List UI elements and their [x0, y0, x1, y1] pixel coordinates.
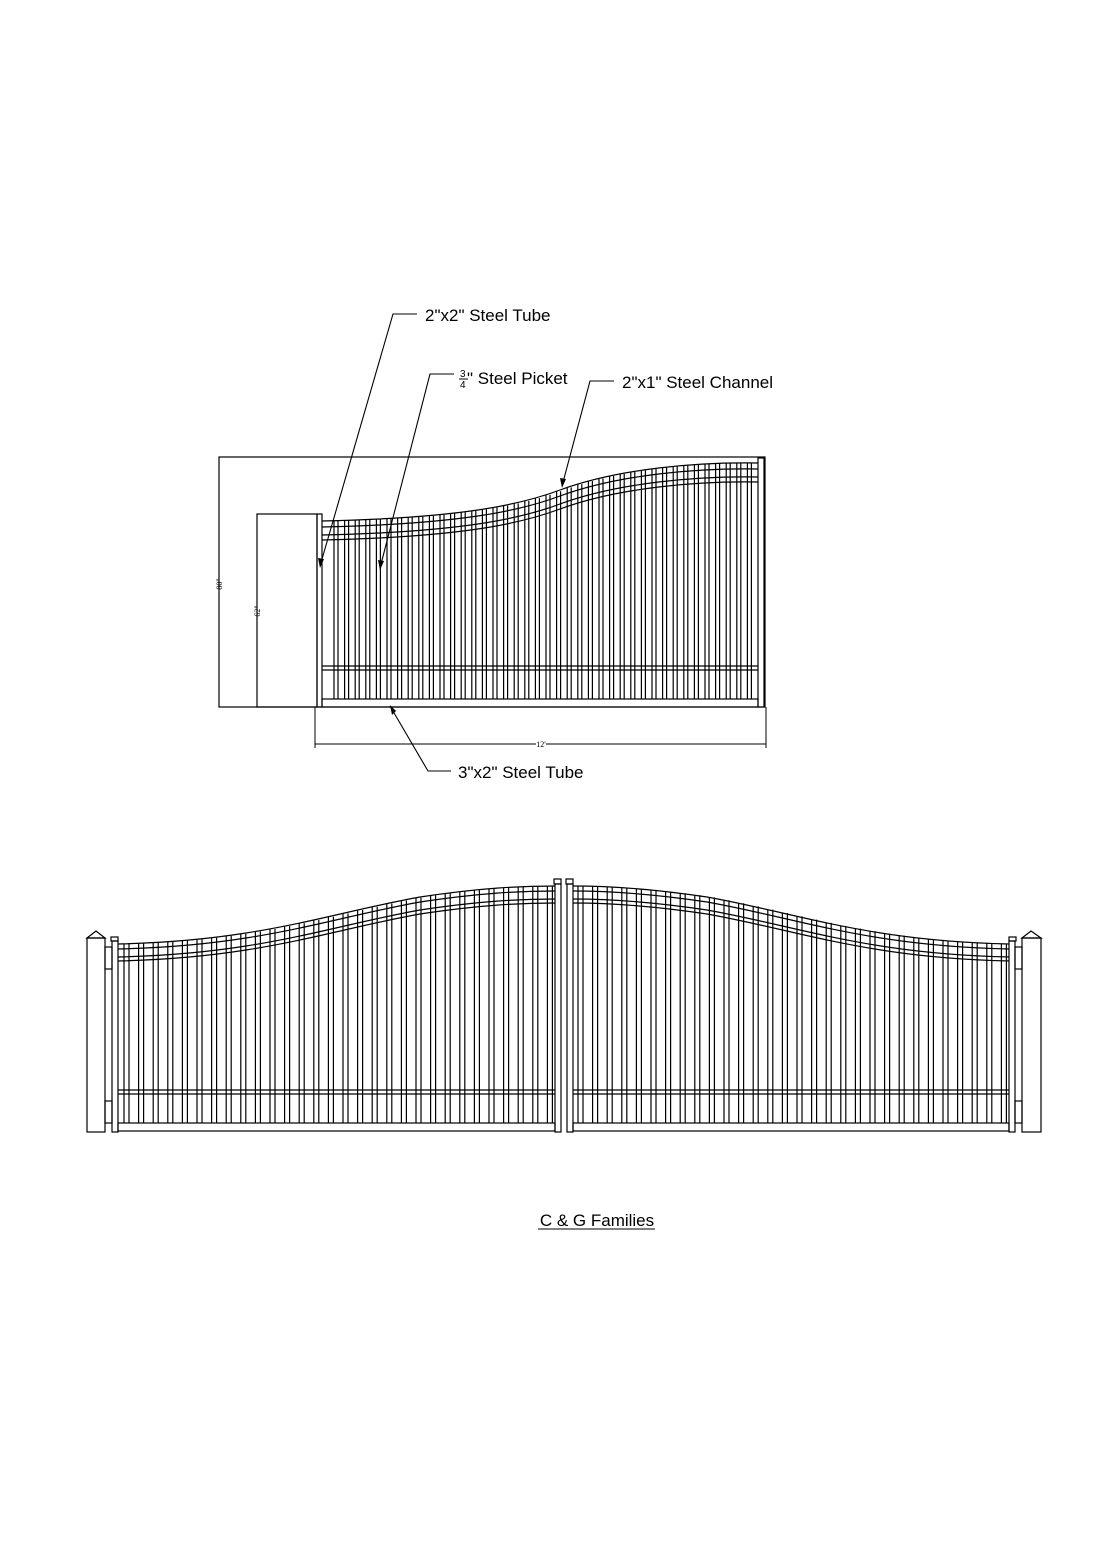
gate-frame-left — [316, 513, 323, 708]
top-picket-group — [333, 462, 753, 699]
right-leaf-center-post — [566, 883, 574, 1133]
left-hinge-top — [104, 946, 113, 970]
left-column-cap — [85, 930, 107, 939]
overall-height-dimension: 80" — [215, 578, 224, 589]
leader-bottom-tube — [389, 705, 451, 772]
left-column — [86, 937, 106, 1133]
top-channel-upper — [321, 462, 759, 522]
leader-channel — [561, 380, 614, 487]
right-hinge-top — [1014, 946, 1023, 970]
gate-bottom-tube — [321, 698, 759, 708]
right-hinge-bottom — [1014, 1100, 1023, 1124]
channel-label: 2"x1" Steel Channel — [622, 373, 773, 392]
caption: C & G Families — [540, 1211, 654, 1230]
left-leaf-bottom-rail — [117, 1122, 556, 1132]
left-leaf-center-post — [554, 883, 562, 1133]
gate-frame-right — [757, 457, 765, 708]
bottom-tube-label: 3"x2" Steel Tube — [458, 763, 583, 782]
bottom-picket-group — [123, 886, 1008, 1123]
top-channel-lower — [321, 468, 759, 528]
post-height-dimension: 62" — [253, 605, 262, 616]
right-leaf-outer-post — [1008, 940, 1016, 1133]
arch-rail-upper — [321, 476, 759, 536]
leader-picket — [379, 373, 454, 569]
single-gate-elevation — [218, 456, 766, 708]
right-column — [1021, 937, 1042, 1133]
width-label: 12' — [536, 740, 546, 749]
left-hinge-bottom — [104, 1100, 113, 1124]
callout-leaders — [319, 313, 614, 772]
left-leaf-outer-post — [111, 940, 119, 1133]
right-column-cap — [1020, 930, 1043, 939]
picket-fraction-denominator: 4 — [460, 380, 466, 391]
gate-post — [256, 513, 318, 708]
width-dimension — [314, 707, 767, 748]
picket-label: " Steel Picket — [467, 369, 568, 388]
post-height-label: 62" — [253, 605, 262, 616]
right-leaf-bottom-rail — [572, 1122, 1010, 1132]
double-gate-elevation — [85, 878, 1043, 1133]
callout-arrowheads — [318, 478, 566, 715]
picket-fraction-numerator: 3 — [460, 369, 466, 380]
post-tube-label: 2"x2" Steel Tube — [425, 306, 550, 325]
arch-rail-lower — [321, 481, 759, 541]
leader-post-tube — [319, 313, 417, 567]
overall-height-label: 80" — [215, 578, 224, 589]
